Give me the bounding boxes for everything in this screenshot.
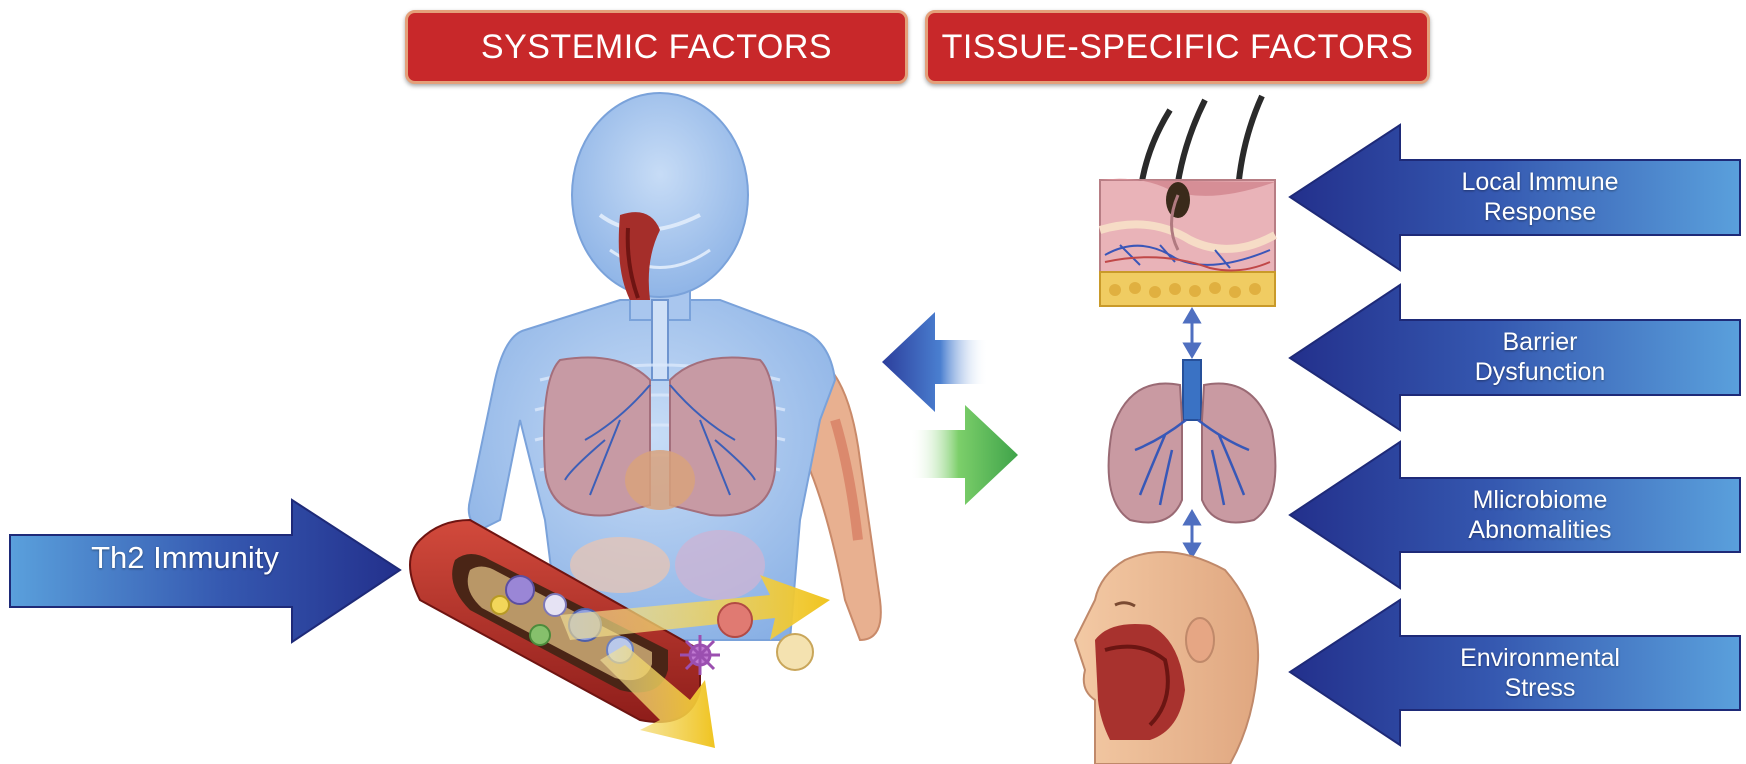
barrier-dysfunction-line2: Dysfunction bbox=[1390, 358, 1690, 388]
environmental-stress-line1: Environmental bbox=[1390, 644, 1690, 674]
environmental-stress-line2: Stress bbox=[1390, 674, 1690, 704]
lungs-illustration bbox=[1109, 360, 1276, 523]
microbiome-abnormalities-line1: Mlicrobiome bbox=[1390, 486, 1690, 516]
head-profile-illustration bbox=[1075, 552, 1258, 764]
microbiome-abnormalities-line2: Abnomalities bbox=[1390, 516, 1690, 546]
local-immune-response-line1: Local Immune bbox=[1390, 168, 1690, 198]
environmental-stress-label: Environmental Stress bbox=[1390, 644, 1690, 703]
small-green-arrow-right bbox=[910, 405, 1018, 505]
double-arrow-lung-head bbox=[1185, 512, 1199, 556]
local-immune-response-line2: Response bbox=[1390, 198, 1690, 228]
small-blue-arrow-left bbox=[882, 312, 988, 412]
th2-immunity-label: Th2 Immunity bbox=[20, 540, 350, 577]
barrier-dysfunction-label: Barrier Dysfunction bbox=[1390, 328, 1690, 387]
microbiome-abnormalities-label: Mlicrobiome Abnomalities bbox=[1390, 486, 1690, 545]
barrier-dysfunction-line1: Barrier bbox=[1390, 328, 1690, 358]
skin-tissue-illustration bbox=[1100, 96, 1275, 306]
double-arrow-skin-lung bbox=[1185, 310, 1199, 356]
local-immune-response-label: Local Immune Response bbox=[1390, 168, 1690, 227]
